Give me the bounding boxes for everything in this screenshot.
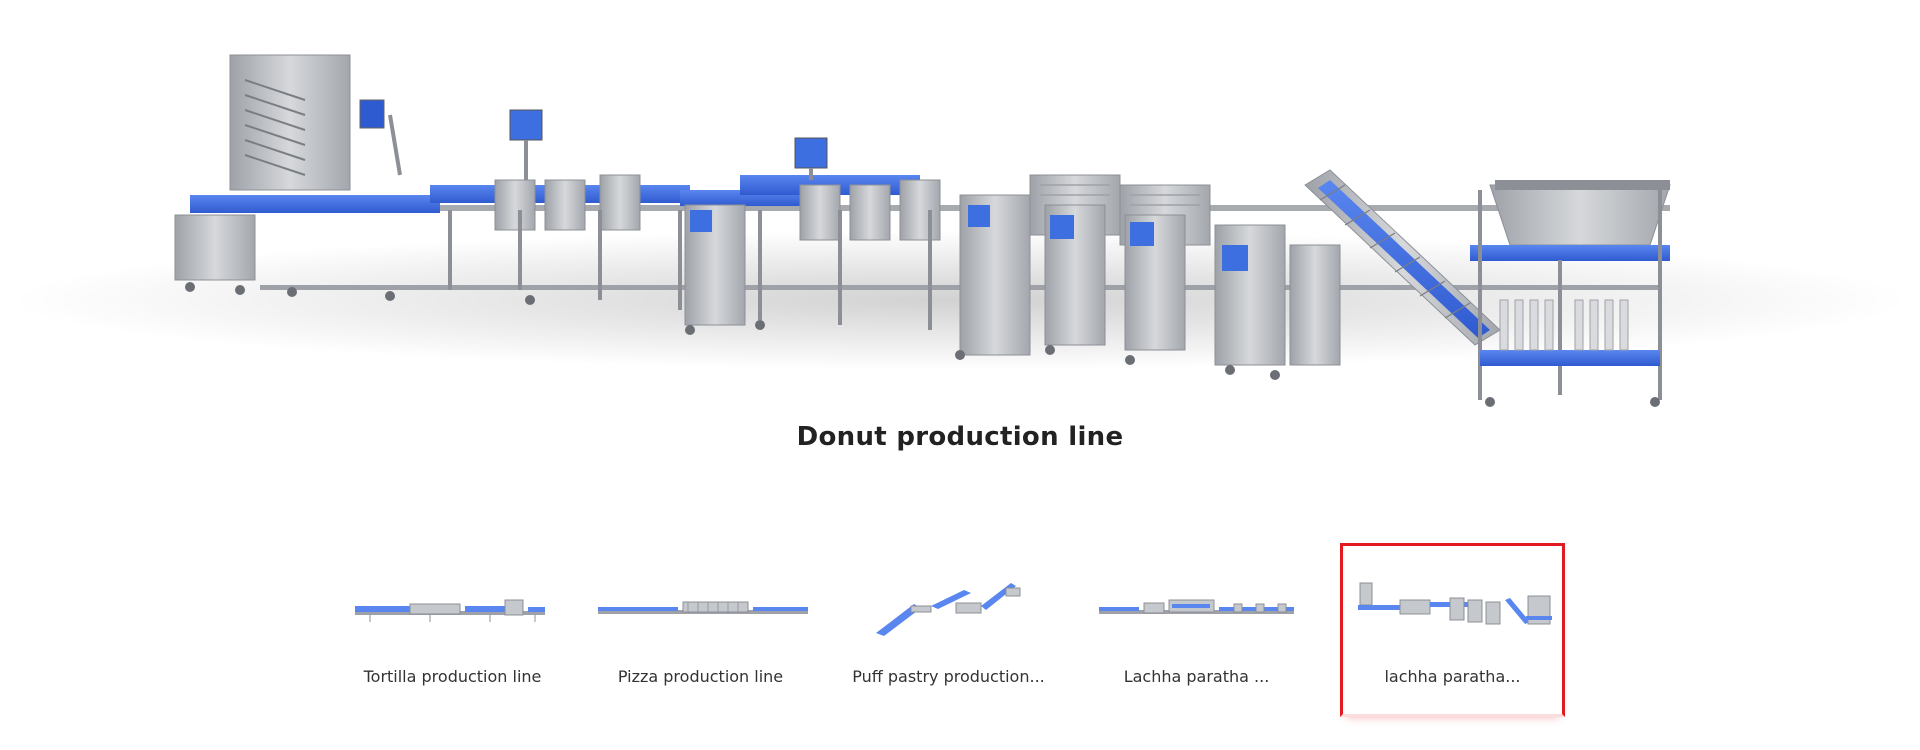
thumbnail-label: Lachha paratha ... bbox=[1123, 667, 1270, 686]
thumbnail-lachha-paratha-2[interactable]: lachha paratha... bbox=[1340, 543, 1565, 717]
thumbnail-image bbox=[1099, 599, 1294, 614]
thumbnail-pizza[interactable]: Pizza production line bbox=[588, 543, 813, 717]
thumbnail-image bbox=[1358, 582, 1552, 625]
thumbnail-label: Puff pastry production... bbox=[852, 667, 1045, 686]
thumbnail-image bbox=[876, 583, 1021, 636]
thumbnail-puff-pastry[interactable]: Puff pastry production... bbox=[836, 543, 1061, 717]
thumbnail-label: Pizza production line bbox=[617, 667, 784, 686]
thumbnail-carousel: Tortilla production line Pizza productio… bbox=[340, 543, 1580, 721]
product-title: Donut production line bbox=[796, 422, 1124, 452]
production-line-illustration bbox=[10, 54, 1910, 407]
thumbnail-lachha-paratha-1[interactable]: Lachha paratha ... bbox=[1084, 543, 1309, 717]
thumbnail-label: Tortilla production line bbox=[363, 667, 542, 686]
thumbnail-tortilla[interactable]: Tortilla production line bbox=[340, 543, 565, 717]
thumbnail-label: lachha paratha... bbox=[1384, 667, 1521, 686]
thumbnail-image bbox=[598, 601, 808, 614]
hero-image bbox=[10, 54, 1910, 407]
thumbnail-image bbox=[355, 599, 545, 622]
